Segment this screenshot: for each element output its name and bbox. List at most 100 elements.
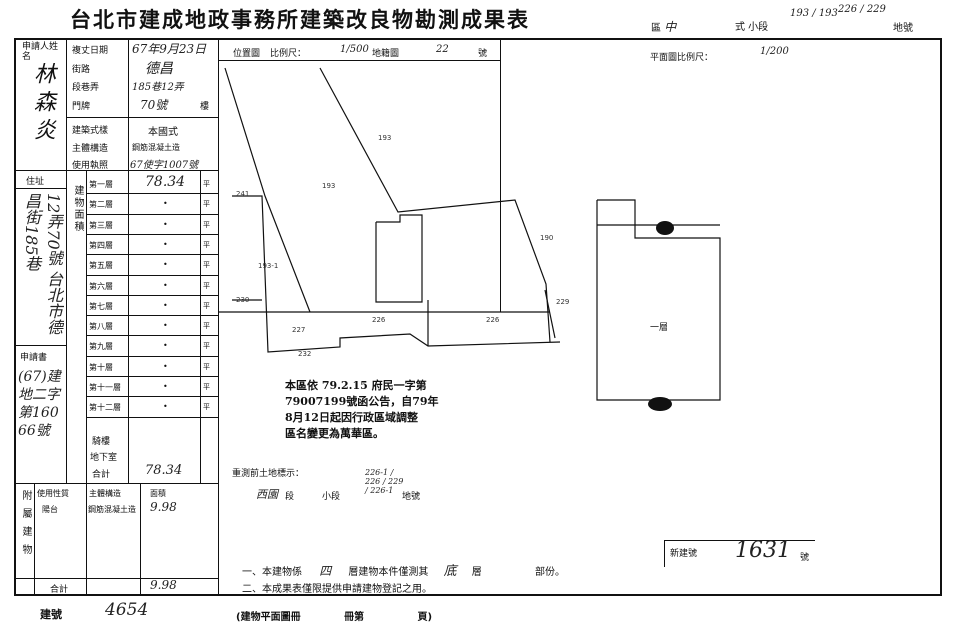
district-value: 中 xyxy=(664,20,677,34)
new-number-label: 新建號 xyxy=(670,549,698,559)
floor-unit: 平 xyxy=(203,220,210,229)
divider xyxy=(86,274,218,276)
parcel-label: 230 xyxy=(236,296,249,304)
new-number-value: 1631 xyxy=(735,538,791,563)
floor-unit: 平 xyxy=(203,383,210,391)
annex-total-value: 9.98 xyxy=(150,578,177,592)
floor-area: • xyxy=(163,260,168,270)
floor-unit: 平 xyxy=(203,180,210,188)
floor-suffix: 樓 xyxy=(200,102,210,112)
fn1-end: 部份。 xyxy=(534,567,565,578)
prior-land-label: 重測前土地標示： xyxy=(232,469,305,479)
divider xyxy=(140,483,141,596)
plan-reference: (建物平面圖冊 冊第 頁) xyxy=(236,608,432,623)
lane-label: 段巷弄 xyxy=(72,83,100,93)
floor-name: 第五層 xyxy=(89,261,113,271)
location-scale-value: 1/500 xyxy=(340,44,369,55)
street-value: 德昌 xyxy=(145,61,173,77)
section-label: 式 小段 xyxy=(735,22,769,33)
divider xyxy=(86,483,87,596)
parcel-numbers: 193 / 193 xyxy=(790,8,838,19)
divider xyxy=(86,193,218,195)
address-label: 住址 xyxy=(26,177,45,187)
footnote-line-1: 一、本建物係 四 層建物本件僅測其 底 層 部份。 xyxy=(242,560,565,579)
parcel-label: 193-1 xyxy=(258,262,278,270)
parcel-label: 226 xyxy=(486,316,500,324)
fn1-floors: 四 xyxy=(319,564,332,578)
divider xyxy=(218,60,500,61)
floor-plan-scale-label: 平面圖比例尺： xyxy=(650,53,714,63)
divider xyxy=(34,483,35,596)
divider xyxy=(86,335,218,337)
plan-ref-mid: 冊第 xyxy=(344,612,365,623)
divider xyxy=(14,170,218,171)
mezzanine-label: 騎樓 xyxy=(92,437,111,447)
district-label: 區 中 xyxy=(651,18,676,35)
location-scale-label: 比例尺： xyxy=(270,49,307,59)
floor-unit: 平 xyxy=(203,261,210,270)
cadastral-sheet-label: 地籍圖 xyxy=(372,49,400,59)
annex-area-value: 9.98 xyxy=(150,500,177,514)
divider xyxy=(86,294,218,296)
basement-label: 地下室 xyxy=(90,453,118,463)
floor-name: 第十二層 xyxy=(89,403,121,413)
floor-unit: 平 xyxy=(203,281,210,290)
prior-district-value: 西園 xyxy=(256,488,278,501)
floor-unit: 平 xyxy=(203,200,210,209)
floor-name: 第二層 xyxy=(89,200,113,210)
street-label: 街路 xyxy=(72,65,91,75)
divider xyxy=(86,254,218,256)
parcel-label: 193 xyxy=(378,134,391,142)
parcel-label: 227 xyxy=(292,326,305,334)
parcel-extra: 226 / 229 xyxy=(838,4,886,15)
divider xyxy=(14,188,66,189)
form-frame xyxy=(14,38,942,596)
floor-area: • xyxy=(163,300,168,310)
annex-total-label: 合計 xyxy=(50,585,69,595)
floor-unit: 平 xyxy=(203,342,210,351)
survey-date-label: 複丈日期 xyxy=(72,46,109,56)
divider xyxy=(86,213,218,215)
annex-area-label: 面積 xyxy=(150,489,166,498)
floor-area: • xyxy=(163,382,168,391)
district-change-notice: 本區依 79.2.15 府民一字第 79007199號函公告，自79年 8月12… xyxy=(285,378,495,442)
floor-name: 第九層 xyxy=(89,342,113,352)
annex-struct-value: 鋼筋混凝土造 xyxy=(88,505,136,514)
cadastral-sheet-suffix: 號 xyxy=(478,49,488,59)
divider xyxy=(86,315,218,317)
structure-value: 鋼筋混凝土造 xyxy=(132,143,180,152)
floor-unit: 平 xyxy=(203,403,210,412)
door-value: 70號 xyxy=(140,98,168,112)
parcel-label: 190 xyxy=(540,234,553,242)
prior-subsection-label: 小段 xyxy=(322,492,341,502)
divider xyxy=(218,38,219,596)
district-label-text: 區 xyxy=(651,23,661,34)
fn1-mid: 層建物本件僅測其 xyxy=(348,567,429,578)
divider xyxy=(86,233,218,235)
fn1-suffix: 層 xyxy=(471,567,482,578)
address-value: 12弄70號 台北市德昌街185巷 xyxy=(22,193,63,335)
floor-area: • xyxy=(163,219,168,229)
parcel-label: 241 xyxy=(236,190,249,198)
build-number-value: 4654 xyxy=(105,600,149,620)
annex-use-value: 陽台 xyxy=(42,505,58,514)
lane-value: 185巷12弄 xyxy=(132,82,184,93)
floor-name: 第四層 xyxy=(89,240,113,250)
floor-unit: 平 xyxy=(203,301,210,310)
notice-line: 8月12日起因行政區域調整 xyxy=(285,411,418,424)
cadastral-sheet-value: 22 xyxy=(436,44,449,55)
divider xyxy=(86,396,218,398)
floor-name: 第十一層 xyxy=(89,383,121,392)
floor-name: 第八層 xyxy=(89,322,113,332)
prior-section-label: 段 xyxy=(285,492,295,502)
notice-line: 本區依 79.2.15 府民一字第 xyxy=(285,379,427,392)
applicant-label: 申請人姓名 xyxy=(22,42,59,62)
divider xyxy=(86,376,218,377)
divider xyxy=(66,117,218,118)
divider xyxy=(66,38,67,483)
divider xyxy=(14,483,218,484)
annex-struct-label: 主體構造 xyxy=(89,489,121,498)
parcel-label: 193 xyxy=(322,182,335,190)
divider xyxy=(14,345,66,346)
